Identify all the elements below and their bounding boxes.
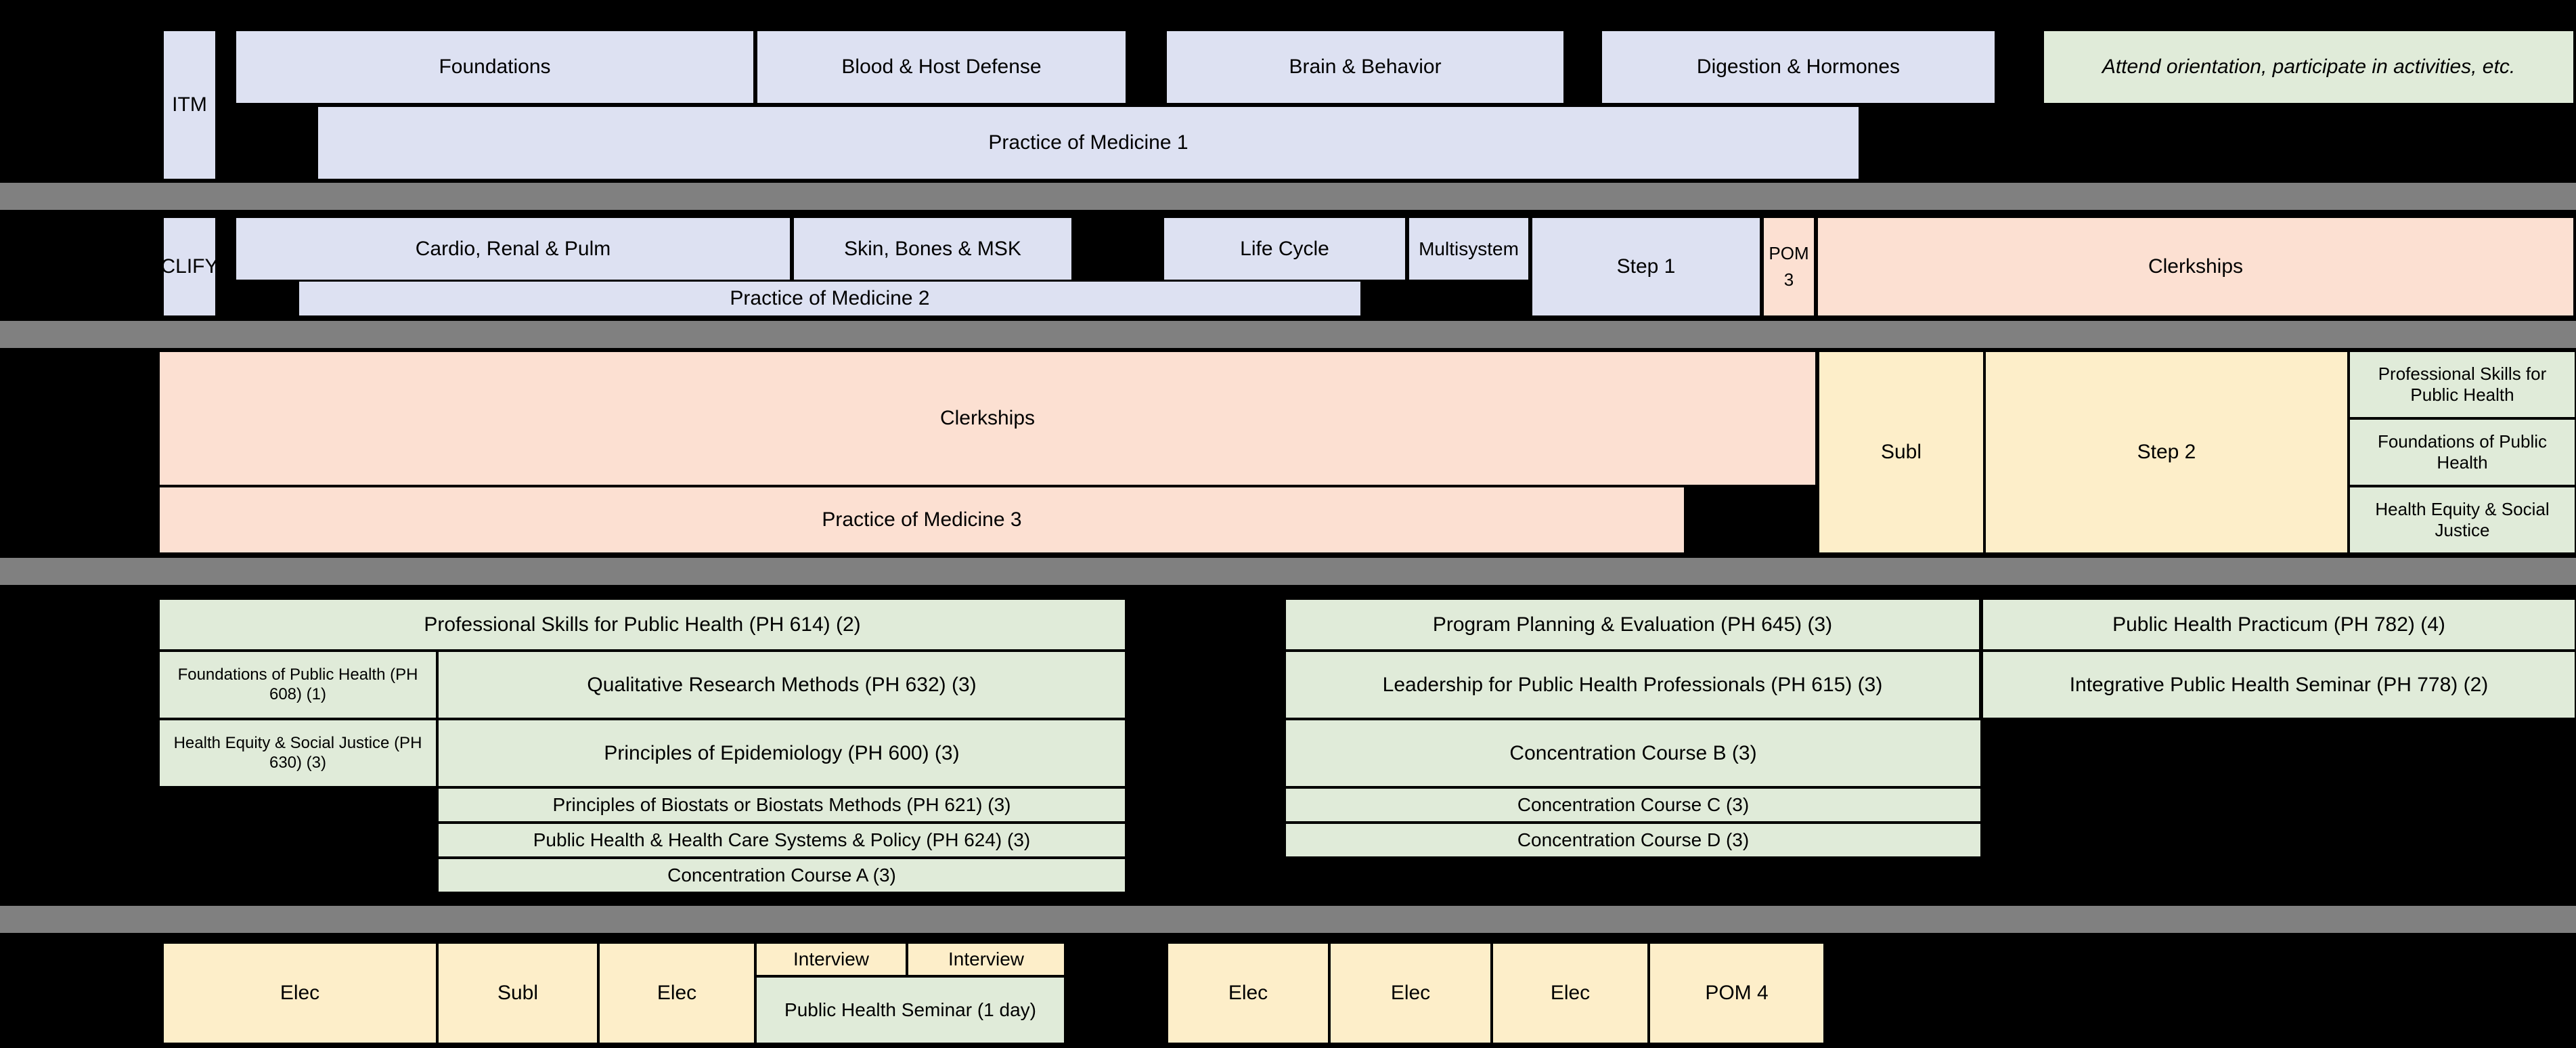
course-block-cardio-renal-pulm: Cardio, Renal & Pulm: [235, 217, 791, 281]
phase-label-itm: ITM: [162, 30, 217, 180]
course-block-health-equity-social-justice-y3: Health Equity & Social Justice: [2349, 486, 2576, 554]
ph-course-biostats-621: Principles of Biostats or Biostats Metho…: [437, 787, 1126, 823]
course-block-professional-skills-public-health-y3: Professional Skills for Public Health: [2349, 351, 2576, 418]
ph-course-epidemiology-600: Principles of Epidemiology (PH 600) (3): [437, 719, 1126, 787]
year-separator-bar-1: [0, 183, 2576, 210]
block-elec-3: Elec: [1167, 942, 1329, 1044]
ph-course-foundations-608: Foundations of Public Health (PH 608) (1…: [158, 651, 437, 719]
course-block-practice-of-medicine-1: Practice of Medicine 1: [317, 106, 1860, 180]
course-block-foundations: Foundations: [235, 30, 755, 104]
ph-course-health-equity-630: Health Equity & Social Justice (PH 630) …: [158, 719, 437, 787]
course-block-blood-host-defense: Blood & Host Defense: [756, 30, 1127, 104]
ph-course-concentration-a: Concentration Course A (3): [437, 858, 1126, 893]
course-block-practice-of-medicine-2: Practice of Medicine 2: [298, 280, 1362, 317]
ph-course-integrative-seminar-778: Integrative Public Health Seminar (PH 77…: [1982, 651, 2576, 719]
year-separator-bar-3: [0, 558, 2576, 585]
ph-course-practicum-782: Public Health Practicum (PH 782) (4): [1982, 598, 2576, 651]
ph-course-qualitative-research-632: Qualitative Research Methods (PH 632) (3…: [437, 651, 1126, 719]
block-elec-4: Elec: [1329, 942, 1492, 1044]
note-block-orientation: Attend orientation, participate in activ…: [2043, 30, 2575, 104]
course-block-clerkships-year3: Clerkships: [158, 351, 1817, 486]
course-block-clerkships-year2: Clerkships: [1817, 217, 2575, 317]
block-interview-1: Interview: [755, 942, 907, 976]
block-elec-1: Elec: [162, 942, 437, 1044]
block-elec-5: Elec: [1492, 942, 1649, 1044]
ph-course-professional-skills-614: Professional Skills for Public Health (P…: [158, 598, 1126, 651]
course-block-digestion-hormones: Digestion & Hormones: [1601, 30, 1996, 104]
course-block-life-cycle: Life Cycle: [1163, 217, 1406, 281]
course-block-multisystem: Multisystem: [1408, 217, 1530, 281]
ph-course-concentration-c: Concentration Course C (3): [1285, 787, 1982, 823]
ph-course-health-care-systems-624: Public Health & Health Care Systems & Po…: [437, 823, 1126, 858]
course-block-brain-behavior: Brain & Behavior: [1165, 30, 1565, 104]
block-interview-2: Interview: [907, 942, 1065, 976]
course-block-practice-of-medicine-3: Practice of Medicine 3: [158, 486, 1685, 554]
year-separator-bar-2: [0, 321, 2576, 348]
year-separator-bar-4: [0, 906, 2576, 933]
ph-course-program-planning-645: Program Planning & Evaluation (PH 645) (…: [1285, 598, 1980, 651]
ph-course-concentration-d: Concentration Course D (3): [1285, 823, 1982, 858]
exam-block-step-2: Step 2: [1984, 351, 2349, 554]
exam-block-step-1: Step 1: [1531, 217, 1761, 317]
ph-course-concentration-b: Concentration Course B (3): [1285, 719, 1982, 787]
course-block-skin-bones-msk: Skin, Bones & MSK: [793, 217, 1073, 281]
course-block-foundations-public-health-y3: Foundations of Public Health: [2349, 418, 2576, 486]
course-block-subl-year3: Subl: [1818, 351, 1984, 554]
block-pom-4: POM 4: [1649, 942, 1825, 1044]
block-subl-year4: Subl: [437, 942, 598, 1044]
block-public-health-seminar: Public Health Seminar (1 day): [755, 976, 1065, 1044]
ph-course-leadership-615: Leadership for Public Health Professiona…: [1285, 651, 1980, 719]
phase-label-clify: CLIFY: [160, 217, 219, 317]
block-elec-2: Elec: [598, 942, 755, 1044]
